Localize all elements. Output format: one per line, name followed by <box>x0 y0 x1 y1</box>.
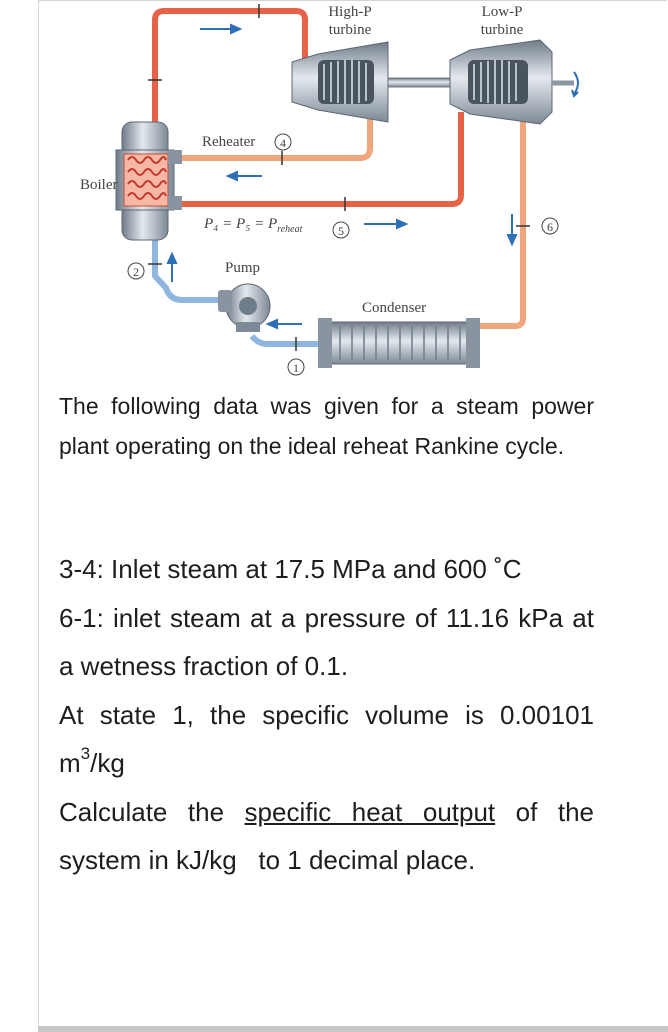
boiler <box>115 121 182 241</box>
label-high-p: High-P <box>328 4 371 20</box>
label-reheater: Reheater <box>202 134 255 150</box>
pipe-cold-reheat <box>180 112 373 161</box>
intro-paragraph: The following data was given for a steam… <box>59 393 594 459</box>
boiler-coil-icon <box>127 156 167 200</box>
state-4: 4 <box>280 136 286 150</box>
state-2: 2 <box>133 265 139 279</box>
label-boiler: Boiler <box>80 177 118 193</box>
condenser <box>318 318 480 368</box>
label-pressure-equation: P₄ = P₅ = Preheat <box>203 216 303 235</box>
label-condenser: Condenser <box>362 300 426 316</box>
high-p-turbine <box>291 41 389 123</box>
data-line-state-1: At state 1, the specific volume is 0.001… <box>59 699 594 779</box>
label-high-p-turbine: turbine <box>329 22 372 38</box>
pipe-main-steam <box>152 8 308 130</box>
pipe-condensate <box>249 334 322 347</box>
data-line-3-4: 3-4: Inlet steam at 17.5 MPa and 600 ˚C <box>59 554 522 584</box>
question-line: Calculate the specific heat output of th… <box>59 796 594 876</box>
state-5: 5 <box>338 224 344 238</box>
state-tick-marks <box>148 4 530 351</box>
flow-arrows <box>166 23 518 330</box>
pipe-feedwater <box>152 238 228 303</box>
pump <box>218 283 271 332</box>
data-line-6-1: 6-1: inlet steam at a pressure of 11.16 … <box>59 602 594 682</box>
pipe-lp-exhaust <box>476 110 526 329</box>
work-output-arrow-icon <box>571 71 579 98</box>
condenser-tubes-icon <box>339 326 461 360</box>
hp-blades-icon <box>323 60 367 104</box>
state-markers: 4 5 6 2 1 <box>127 133 559 376</box>
label-low-p: Low-P <box>482 4 523 20</box>
low-p-turbine <box>449 39 579 125</box>
state-6: 6 <box>547 220 553 234</box>
turbine-shaft <box>387 77 453 88</box>
state-1: 1 <box>293 361 299 375</box>
label-low-p-turbine: turbine <box>481 22 524 38</box>
bottom-scroll-bar <box>38 1026 668 1032</box>
pipe-hot-reheat <box>180 112 464 207</box>
problem-data: 3-4: Inlet steam at 17.5 MPa and 600 ˚C … <box>59 545 594 885</box>
content-frame <box>38 0 667 1026</box>
label-pump: Pump <box>225 260 260 276</box>
reheat-rankine-diagram: High-P turbine Low-P turbine Reheater Bo… <box>80 4 579 376</box>
lp-blades-icon <box>473 60 517 104</box>
